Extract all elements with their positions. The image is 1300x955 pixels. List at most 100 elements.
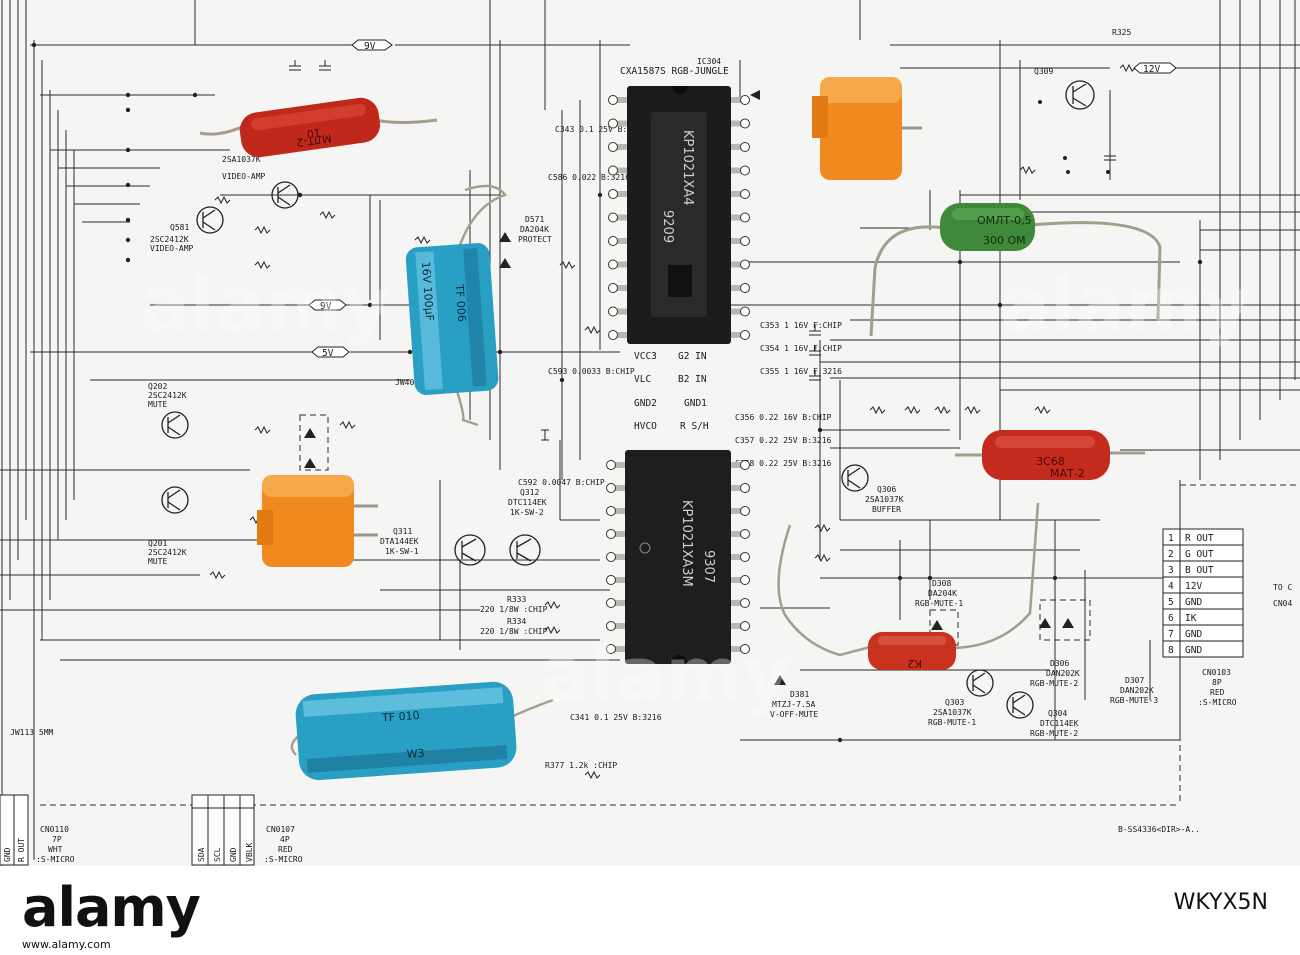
d308-label: D308 — [932, 579, 951, 588]
c355-label: C355 1 16V F:3216 — [760, 367, 842, 376]
r334-label: R334 — [507, 617, 526, 626]
q303-part: 2SA1037K — [933, 708, 972, 717]
ic-lower-chip: KP1021XA3M 9307 — [625, 450, 731, 664]
ic-pin — [617, 191, 627, 197]
ic-pin — [615, 462, 625, 468]
transistor-symbols — [161, 80, 1095, 719]
pin-gnd1: GND1 — [684, 398, 707, 409]
stock-footer: alamy WKYX5N www.alamy.com — [0, 866, 1300, 955]
cn0103-pin-number: 7 — [1168, 629, 1174, 640]
c592-label: C592 0.0047 B:CHIP — [518, 478, 605, 487]
jw113-label: JW113 5MM — [10, 728, 54, 737]
ic-pad — [606, 506, 616, 516]
ic-pin — [731, 144, 741, 150]
mlt2-value: 10 — [306, 126, 322, 141]
d307-fn: RGB-MUTE-3 — [1110, 696, 1158, 705]
q201-part: 2SC2412K — [148, 548, 187, 557]
ic-pin — [731, 508, 741, 514]
mat-sub: МАТ-2 — [1050, 467, 1085, 480]
pin-sda: SDA — [197, 847, 206, 862]
c343-label: C343 0.1 25V B:CHIP — [555, 125, 647, 134]
q311-fn: 1K-SW-1 — [385, 547, 419, 556]
ic-pin — [615, 554, 625, 560]
cn0103-type: :S-MICRO — [1198, 698, 1237, 707]
alamy-logo: alamy — [22, 876, 201, 939]
ic-pin — [617, 214, 627, 221]
q202-label: Q202 — [148, 382, 167, 391]
q311-part: DTA144EK — [380, 537, 419, 546]
ic-pin — [731, 285, 741, 291]
r333-value: 220 1/8W :CHIP — [480, 605, 548, 614]
passive-glyphs — [209, 60, 1136, 780]
ic-pin — [731, 623, 741, 629]
d571-label: D571 — [525, 215, 544, 224]
ic-pin — [617, 97, 627, 103]
mlt2-type: MЛТ-2 — [296, 131, 333, 149]
rail-9v-label: 9V — [364, 41, 376, 52]
ic-pad — [740, 644, 750, 654]
ic-pin — [731, 238, 741, 244]
ic-pad — [740, 552, 750, 562]
cn0103-color: RED — [1210, 688, 1225, 697]
ic-pad — [606, 621, 616, 631]
ic304-part: CXA1587S RGB-JUNGLE — [620, 66, 729, 77]
cn0103-pin-number: 3 — [1168, 565, 1174, 576]
ic-pad — [740, 189, 750, 199]
d306-label: D306 — [1050, 659, 1069, 668]
pin-g2in: G2 IN — [678, 351, 707, 362]
ic-pad — [606, 644, 616, 654]
d381-label: D381 — [790, 690, 809, 699]
cn0110-label: CN0110 — [40, 825, 69, 834]
ic-pad — [606, 483, 616, 493]
footer-url: www.alamy.com — [22, 938, 111, 951]
ic-pin — [731, 308, 741, 315]
watermark-center: alamy — [540, 632, 791, 718]
d307-part: DAN202K — [1120, 686, 1154, 695]
ic-pad — [740, 306, 750, 317]
green-resistor-omlt: ОМЛТ-0,5 300 ОМ — [869, 203, 1162, 337]
tall-cap-rating: 16V 100μF — [419, 261, 436, 321]
ic304-marking: KP1021XA4 — [680, 130, 695, 206]
d308-part: DA204K — [928, 589, 957, 598]
q581-label: Q581 — [170, 223, 189, 232]
ic-pin — [731, 261, 741, 268]
cn0103-pin-signal: GND — [1185, 629, 1202, 640]
ic-pin — [731, 191, 741, 197]
q303-fn: RGB-MUTE-1 — [928, 718, 976, 727]
pin-r-out: R OUT — [17, 838, 26, 862]
cn0110-color: WHT — [48, 845, 63, 854]
ic-pad — [740, 529, 750, 539]
tall-cap-model: TF 006 — [453, 283, 469, 322]
ic-pin — [731, 97, 741, 103]
ic-pad — [740, 165, 750, 176]
ic-pin — [617, 308, 627, 315]
to-c-label: TO C — [1273, 583, 1292, 592]
ic-pad — [608, 118, 618, 129]
ic-pad — [606, 598, 616, 608]
ic-pad — [740, 598, 750, 608]
q202-part: 2SC2412K — [148, 391, 187, 400]
cn0110-pins: 7P — [52, 835, 62, 844]
ic-lower-marking: KP1021XA3M — [679, 500, 694, 587]
pin-hvco: HVCO — [634, 421, 657, 432]
ic-pad — [740, 506, 750, 516]
ic-pad — [740, 236, 750, 246]
ic-pin — [617, 167, 627, 174]
ic-pin — [731, 332, 741, 338]
ic-pad — [608, 259, 618, 270]
diode-symbols — [304, 90, 1074, 685]
ic-pin — [615, 646, 625, 652]
rail-9v-label-2: 9V — [320, 301, 332, 312]
pin-gnd: GND — [229, 847, 238, 862]
rail-tags — [308, 39, 1177, 358]
ic-pad — [606, 529, 616, 539]
pin-gnd-left: GND — [3, 847, 12, 862]
blue-capacitor-long: TF 010 W3 — [290, 681, 554, 781]
d381-part: MTZJ-7.5A — [772, 700, 816, 709]
pin-vblk: VBLK — [245, 843, 254, 862]
cn0107-pins: 4P — [280, 835, 290, 844]
q306-part: 2SA1037K — [865, 495, 904, 504]
